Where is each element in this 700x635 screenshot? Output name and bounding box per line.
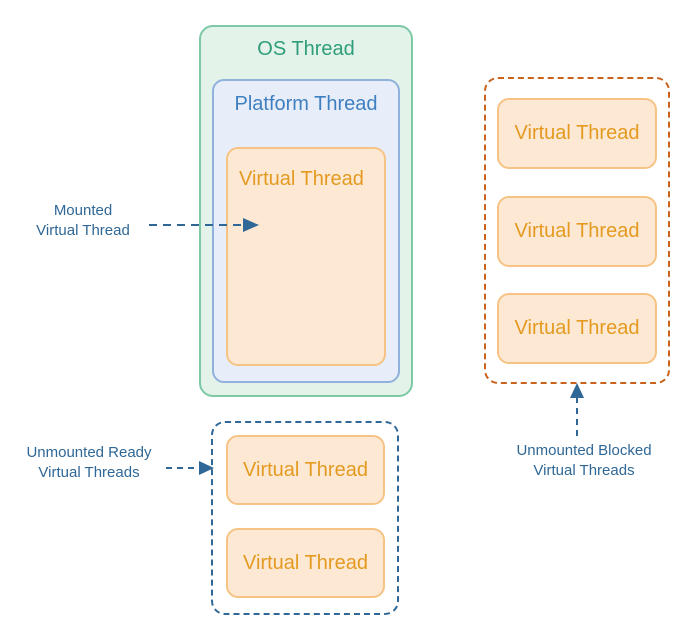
mounted-caption: Mounted Virtual Thread (18, 201, 148, 241)
ready-virtual-thread: Virtual Thread (226, 528, 385, 598)
blocked-virtual-thread: Virtual Thread (497, 98, 657, 169)
blocked-virtual-thread: Virtual Thread (497, 293, 657, 364)
ready-virtual-thread-label: Virtual Thread (243, 458, 368, 481)
mounted-caption-line2: Virtual Thread (36, 222, 130, 239)
mounted-virtual-thread-label: Virtual Thread (239, 168, 364, 190)
ready-virtual-thread: Virtual Thread (226, 435, 385, 505)
unmounted-ready-caption-line1: Unmounted Ready (26, 444, 152, 461)
blocked-virtual-thread-label: Virtual Thread (514, 317, 640, 339)
mounted-virtual-thread: Virtual Thread (226, 147, 386, 366)
ready-virtual-thread-label: Virtual Thread (243, 551, 368, 574)
blocked-virtual-thread: Virtual Thread (497, 196, 657, 267)
unmounted-blocked-caption-line1: Unmounted Blocked (516, 442, 652, 459)
unmounted-ready-caption: Unmounted Ready Virtual Threads (4, 443, 174, 483)
unmounted-ready-caption-line2: Virtual Threads (38, 464, 140, 481)
blocked-virtual-thread-label: Virtual Thread (514, 220, 640, 242)
mounted-caption-line1: Mounted (53, 202, 113, 219)
unmounted-blocked-caption-line2: Virtual Threads (533, 462, 635, 479)
blocked-arrow (570, 383, 584, 436)
unmounted-ready-group (211, 421, 399, 615)
platform-thread-title: Platform Thread (234, 93, 378, 115)
blocked-virtual-thread-label: Virtual Thread (514, 122, 640, 144)
unmounted-blocked-caption: Unmounted Blocked Virtual Threads (489, 441, 679, 481)
os-thread-title: OS Thread (257, 38, 355, 60)
